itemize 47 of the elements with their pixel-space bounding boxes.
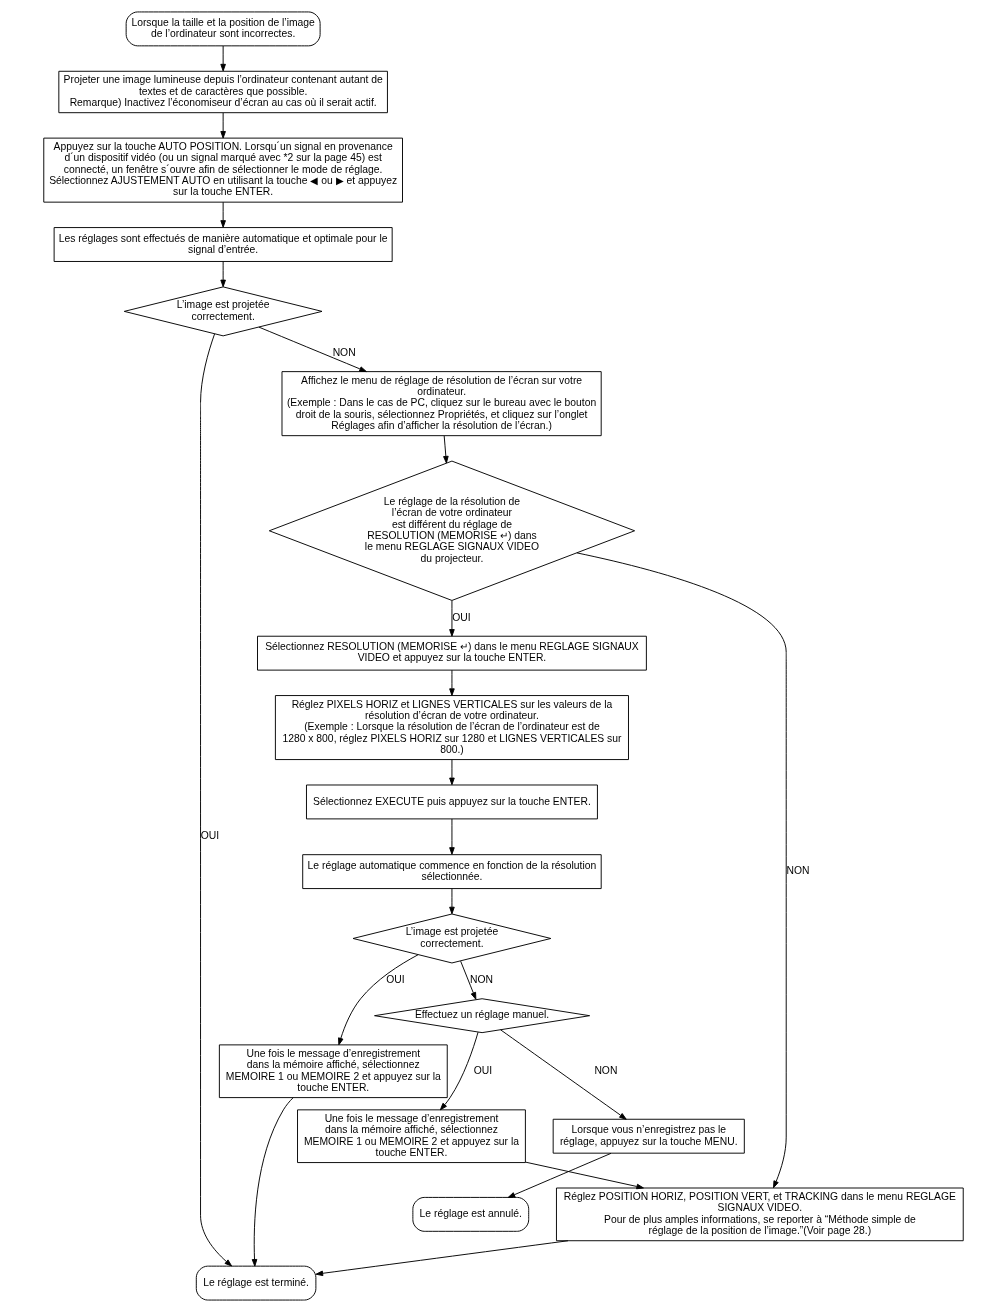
arrow (219, 112, 226, 139)
edge-label: NON (332, 347, 356, 359)
node-box: Réglez POSITION HORIZ, POSITION VERT, et TRACKING dans le menu REGLAGE SIGNAUX VIDEO. Pour de plus amples informations, se reporter à “Méthode simple de réglage de la position de l’image.”(Voir page 28.) (555, 1187, 964, 1242)
arrow (219, 45, 226, 72)
arrow (448, 759, 455, 786)
node-box: Le réglage est annulé. (411, 1196, 529, 1232)
node-diamond: L’image est projetée correctement. (352, 913, 551, 964)
arrow (524, 1161, 644, 1190)
arrow (448, 818, 455, 855)
node-box: Une fois le message d’enregistrement dans la mémoire affiché, sélectionnez MEMOIRE 1 ou MEMOIRE 2 et appuyez sur la touche ENTER. (218, 1044, 448, 1099)
node-box: Sélectionnez EXECUTE puis appuyez sur la touche ENTER. (305, 784, 598, 820)
arrow (439, 1031, 479, 1111)
node-box: Une fois le message d’enregistrement dans la mémoire affiché, sélectionnez MEMOIRE 1 ou MEMOIRE 2 et appuyez sur la touche ENTER. (296, 1109, 526, 1164)
edge-label: NON (469, 974, 493, 986)
arrow (448, 600, 455, 637)
arrow (442, 435, 449, 464)
node-diamond: Le réglage de la résolution de l’écran de votre ordinateur est différent du réglage de RESOLUTION (MEMORISE ↵) dans le menu REGLAGE SIGNAUX VIDEO du projecteur. (268, 460, 635, 601)
edge-label: OUI (200, 830, 219, 842)
arrow (459, 960, 476, 1000)
edge-label: NON (785, 865, 809, 877)
node-box: Les réglages sont effectués de manière automatique et optimale pour le signal d’entrée. (53, 227, 393, 262)
node-box: Projeter une image lumineuse depuis l’ordinateur contenant autant de textes et de caractères que possible. Remarque) Inactivez l’économiseur d’écran au cas où il serait actif. (57, 70, 388, 114)
arrow (258, 326, 367, 373)
node-box: Sélectionnez RESOLUTION (MEMORISE ↵) dans le menu REGLAGE SIGNAUX VIDEO et appuyez sur la touche ENTER. (256, 635, 647, 671)
arrow (219, 201, 226, 228)
arrow (499, 1029, 627, 1120)
edge-label: OUI (473, 1064, 492, 1076)
node-box: Lorsque la taille et la position de l’image de l’ordinateur sont incorrectes. (125, 11, 321, 47)
arrow (575, 552, 787, 1189)
node-box: Lorsque vous n’enregistrez pas le réglage, appuyez sur la touche MENU. (552, 1118, 745, 1154)
arrow (315, 1240, 568, 1277)
arrow (448, 888, 455, 915)
arrow (448, 669, 455, 696)
node-diamond: Effectuez un réglage manuel. (373, 998, 590, 1034)
node-box: Le réglage est terminé. (195, 1265, 316, 1301)
arrow (337, 954, 419, 1046)
node-box: Réglez PIXELS HORIZ et LIGNES VERTICALES sur les valeurs de la résolution d’écran de votre ordinateur. (Exemple : Lorsque la résolution de l’écran de l’ordinateur est de 1280 x 800, réglez PIXELS HORIZ sur 1280 et LIGNES VERTICALES sur 800.) (274, 695, 629, 761)
node-box: Appuyez sur la touche AUTO POSITION. Lorsqu´un signal en provenance d´un dispositif vidéo (ou un signal marqué avec *2 sur la page 45) est connecté, un fenêtre s´ouvre afin de sélectionner le mode de réglage. Sélectionnez AJUSTEMENT AUTO en utilisant la touche ◀ ou ▶ et appuyez sur la touche ENTER. (42, 137, 403, 203)
edge-label: OUI (385, 974, 405, 986)
arrow (219, 261, 226, 288)
node-diamond: L’image est projetée correctement. (123, 286, 322, 337)
edge-label: NON (593, 1064, 617, 1076)
node-box: Le réglage automatique commence en fonction de la résolution sélectionnée. (301, 854, 602, 890)
node-box: Affichez le menu de réglage de résolution de l’écran sur votre ordinateur. (Exemple : Dans le cas de PC, cliquez sur le bureau avec le bouton droit de la souris, sélectionnez Propriétés, et cliquez sur l’onglet Réglages afin d’afficher la résolution de l’écran.) (281, 371, 602, 437)
edge-label: OUI (451, 611, 471, 623)
arrow (199, 333, 232, 1267)
arrow (507, 1152, 611, 1198)
